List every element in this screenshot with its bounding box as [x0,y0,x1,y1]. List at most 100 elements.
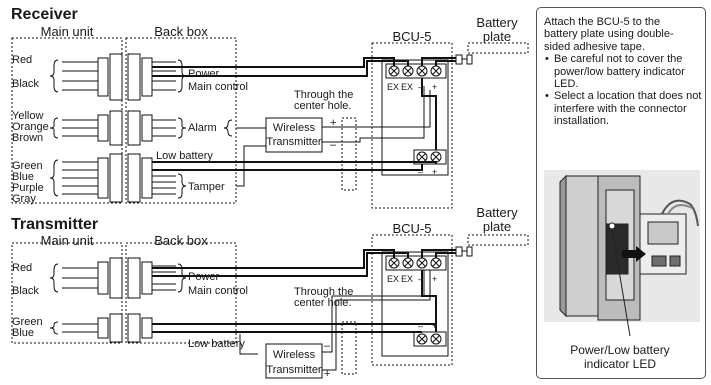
tx-tx-minus: – [324,340,331,352]
installation-note-box [536,7,706,379]
rx-wire-black: Black [12,78,39,90]
tx-center-hole [341,321,357,375]
tx-bcu-label: BCU-5 [392,221,432,236]
rx-term-ex1: EX [387,82,400,92]
rx-through-hole-1: Through the [294,89,354,101]
tx-battery-label-2: plate [482,219,512,234]
rx-connector-power [97,53,153,101]
rx-power-wires [152,57,409,77]
tx-low-battery-label: Low battery [188,338,245,350]
rx-main-unit-label: Main unit [40,24,94,39]
tx-terminal-block-lower [413,331,447,347]
tx-wireless-label: Wireless [272,349,316,361]
tx-wire-red: Red [12,262,33,274]
tx-battery-plate-outline [467,234,529,246]
rx-tamper-label: Tamper [188,181,225,193]
note-bullet-1: Be careful not to cover the power/low ba… [545,53,704,90]
rx-internal-wire [421,78,437,150]
arrow-icon [622,246,646,262]
tx-lower-term-plus: + [432,321,438,331]
rx-lower-term-minus: – [418,167,424,177]
rx-transmitter-label: Transmitter [266,136,322,148]
rx-through-hole-2: center hole. [294,100,352,112]
tx-low-battery-leader [239,334,258,355]
rx-low-battery-wires [152,161,437,171]
rx-wire-purple: Purple [12,182,44,194]
tx-battery-connector [455,246,473,257]
tx-tx-plus: + [324,368,331,380]
rx-tx-minus: – [330,139,337,151]
rx-bcu-label: BCU-5 [392,29,432,44]
installation-note: Attach the BCU-5 to the battery plate us… [544,16,711,128]
tx-term-plus: + [432,274,438,284]
tx-wire-green: Green [12,316,43,328]
rx-wire-gray: Gray [12,193,36,205]
rx-wire-red: Red [12,54,33,66]
rx-leads-alarm [62,119,98,137]
rx-center-hole [341,117,357,191]
rx-term-minus: – [418,82,424,92]
rx-leads-power [62,61,98,91]
rx-wire-blue: Blue [12,171,35,183]
rx-alarm-label: Alarm [188,122,217,134]
rx-brace-alarm [177,117,187,139]
tx-brace-wires-low [49,321,59,335]
rx-term-ex2: EX [401,82,414,92]
rx-wire-brown: Brown [12,132,44,144]
rx-tx-plus-wire [322,90,431,128]
tx-lower-term-minus: – [418,321,424,331]
rx-alarm-bracket [223,119,233,137]
tx-leads-low [62,323,98,333]
tx-connector-low [97,313,153,343]
tx-back-box-outline [125,242,237,344]
rx-brace-wires-lower [49,159,59,197]
tx-term-minus: – [418,274,424,284]
led-leader-line [611,228,631,337]
rx-battery-connector [455,54,473,65]
rx-wire-orange: Orange [12,121,49,133]
rx-wireless-transmitter-box [265,117,323,153]
rx-wireless-label: Wireless [272,122,316,134]
rx-back-leads-alarm [152,119,176,137]
rx-term-plus: + [432,82,438,92]
rx-low-battery-label: Low battery [156,150,213,162]
receiver-diagram [11,37,529,209]
tx-tx-minus-wire [322,270,425,353]
tx-back-box-label: Back box [154,233,208,248]
tx-bcu-outline [371,234,453,366]
rx-back-leads-tamper [152,175,176,195]
note-bullets: Be careful not to cover the power/low ba… [544,53,704,127]
tx-battery-wires [421,249,456,258]
tx-wireless-transmitter-box [265,343,323,379]
rx-wire-green: Green [12,160,43,172]
tx-tx-plus-wire [322,270,431,371]
tx-main-unit-label: Main unit [40,233,94,248]
tx-through-hole-1: Through the [294,286,354,298]
tx-wire-black: Black [12,285,39,297]
rx-lower-term-plus: + [432,167,438,177]
tx-power-label: Power [188,271,220,283]
rx-tamper-line [236,145,266,187]
rx-brace-wires-alarm [49,117,59,139]
rx-connector-alarm [97,110,153,146]
photo-label-2: indicator LED [583,357,657,371]
note-intro: Attach the BCU-5 to the battery plate us… [544,16,674,53]
rx-power-label: Power [188,68,220,80]
tx-term-ex1: EX [387,274,400,284]
rx-battery-wires [421,57,456,66]
receiver-title: Receiver [11,6,78,23]
rx-leads-lower [62,161,98,195]
rx-battery-plate-outline [467,42,529,54]
rx-battery-label-2: plate [482,29,512,44]
photo-label-1: Power/Low battery [570,343,670,357]
rx-back-box-outline [125,37,237,204]
tx-main-control-label: Main control [188,285,248,297]
rx-battery-label-1: Battery [476,15,518,30]
tx-internal-wire [421,270,437,332]
rx-tx-minus-wire [322,86,425,143]
tx-transmitter-label: Transmitter [266,364,322,376]
tx-battery-label-1: Battery [476,205,518,220]
tx-wire-blue: Blue [12,327,35,339]
note-bullet-2: Select a location that does not interfer… [545,90,704,127]
rx-terminal-block-top [385,63,447,79]
